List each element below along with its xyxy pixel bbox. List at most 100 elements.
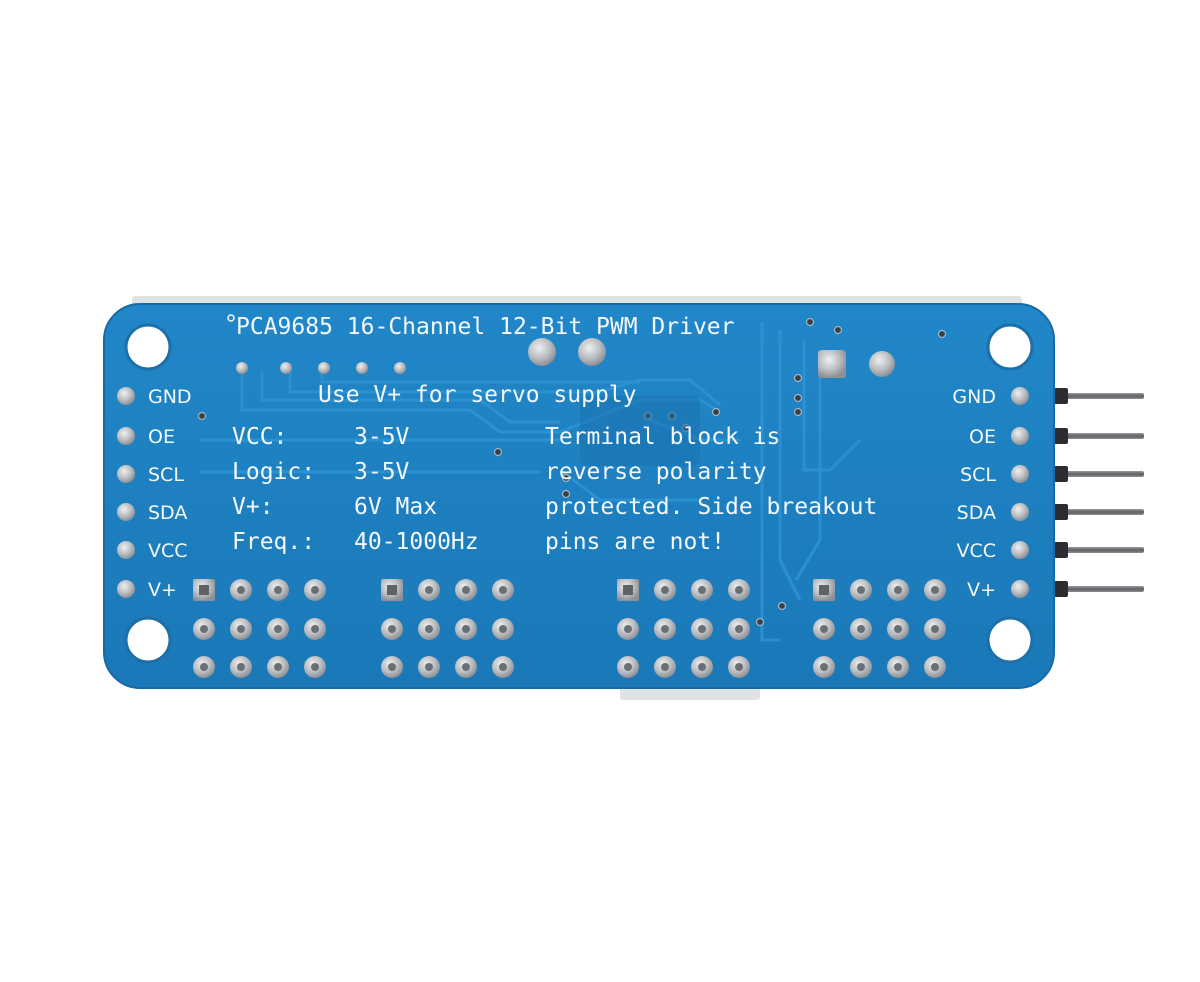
via: [493, 447, 503, 457]
pad-hole: [274, 663, 282, 671]
breakout-pad: [117, 580, 135, 598]
pin-label: OE: [969, 426, 996, 448]
pad-hole: [311, 625, 319, 633]
pin-label: SCL: [960, 464, 996, 486]
pin-spacer: [1054, 504, 1068, 520]
pad-hole: [894, 625, 902, 633]
pad-hole: [819, 585, 829, 595]
via: [793, 393, 803, 403]
spec-block: VCC: 3-5V Logic: 3-5V V+: 6V Max Freq.: …: [232, 424, 479, 555]
pad-hole: [931, 663, 939, 671]
mounting-hole: [124, 323, 172, 371]
pad-hole: [237, 586, 245, 594]
terminal-note-line: protected. Side breakout: [545, 494, 877, 520]
pin-label: SDA: [957, 502, 996, 524]
pin-label: V+: [148, 579, 177, 601]
pad-hole: [499, 586, 507, 594]
terminal-note-line: pins are not!: [545, 529, 725, 555]
via: [777, 601, 787, 611]
pad-hole: [735, 625, 743, 633]
pad-hole: [274, 586, 282, 594]
breakout-pad: [117, 387, 135, 405]
pad-hole: [387, 585, 397, 595]
spec-value: 3-5V: [354, 424, 410, 450]
pad-hole: [735, 586, 743, 594]
pad-hole: [200, 625, 208, 633]
spec-value: 6V Max: [354, 494, 437, 520]
pad-hole: [425, 625, 433, 633]
pin-label: GND: [148, 386, 192, 408]
pin-label: VCC: [148, 540, 188, 562]
pin-label: GND: [952, 386, 996, 408]
pad-hole: [199, 585, 209, 595]
spec-value: 40-1000Hz: [354, 529, 479, 555]
mounting-holes: [124, 323, 1034, 664]
pad-hole: [698, 663, 706, 671]
breakout-pad: [1011, 465, 1029, 483]
pin-label: SCL: [148, 464, 184, 486]
pad-hole: [462, 663, 470, 671]
pad-hole: [661, 625, 669, 633]
pad-hole: [311, 586, 319, 594]
breakout-pad: [1011, 427, 1029, 445]
breakout-pad: [117, 465, 135, 483]
via: [805, 317, 815, 327]
pad-hole: [857, 625, 865, 633]
pad-hole: [237, 625, 245, 633]
spec-key: V+:: [232, 494, 274, 520]
pad-hole: [894, 586, 902, 594]
pad-hole: [462, 586, 470, 594]
pad-hole: [661, 586, 669, 594]
via: [711, 407, 721, 417]
breakout-pad: [1011, 503, 1029, 521]
breakout-pad: [1011, 541, 1029, 559]
pad-hole: [462, 625, 470, 633]
solder-pad: [578, 338, 606, 366]
pad-hole: [857, 586, 865, 594]
small-pad: [236, 362, 248, 374]
via: [833, 325, 843, 335]
pad-hole: [894, 663, 902, 671]
via: [793, 407, 803, 417]
pin-label: SDA: [148, 502, 187, 524]
pad-hole: [820, 625, 828, 633]
pad-hole: [623, 585, 633, 595]
via: [561, 489, 571, 499]
spec-key: Freq.:: [232, 529, 315, 555]
spec-value: 3-5V: [354, 459, 410, 485]
mounting-hole: [124, 616, 172, 664]
breakout-pad: [1011, 580, 1029, 598]
via: [755, 617, 765, 627]
terminal-note: Terminal block is reverse polarity prote…: [545, 424, 877, 555]
terminal-note-line: reverse polarity: [545, 459, 767, 485]
right-breakout: GND OE SCL SDA VCC V+: [952, 386, 1029, 601]
pin-spacer: [1054, 542, 1068, 558]
breakout-pad: [117, 503, 135, 521]
pad-hole: [624, 625, 632, 633]
pin-label: VCC: [956, 540, 996, 562]
servo-note: Use V+ for servo supply: [318, 382, 637, 408]
pad-hole: [820, 663, 828, 671]
spec-key: Logic:: [232, 459, 315, 485]
via: [561, 473, 571, 483]
via: [793, 373, 803, 383]
pad-hole: [931, 586, 939, 594]
pin-spacer: [1054, 388, 1068, 404]
spec-key: VCC:: [232, 424, 287, 450]
pad-hole: [931, 625, 939, 633]
pad-hole: [200, 663, 208, 671]
servo-header-pads: [193, 579, 946, 678]
solder-pad: [528, 338, 556, 366]
pin-spacer: [1054, 466, 1068, 482]
pin-spacer: [1054, 428, 1068, 444]
terminal-pad-round: [869, 351, 895, 377]
board-title: PCA9685 16-Channel 12-Bit PWM Driver: [236, 314, 735, 340]
small-pad: [356, 362, 368, 374]
pad-hole: [274, 625, 282, 633]
small-pad: [394, 362, 406, 374]
small-pad: [280, 362, 292, 374]
pad-hole: [698, 625, 706, 633]
chip-footprint: [580, 396, 700, 466]
via: [937, 329, 947, 339]
